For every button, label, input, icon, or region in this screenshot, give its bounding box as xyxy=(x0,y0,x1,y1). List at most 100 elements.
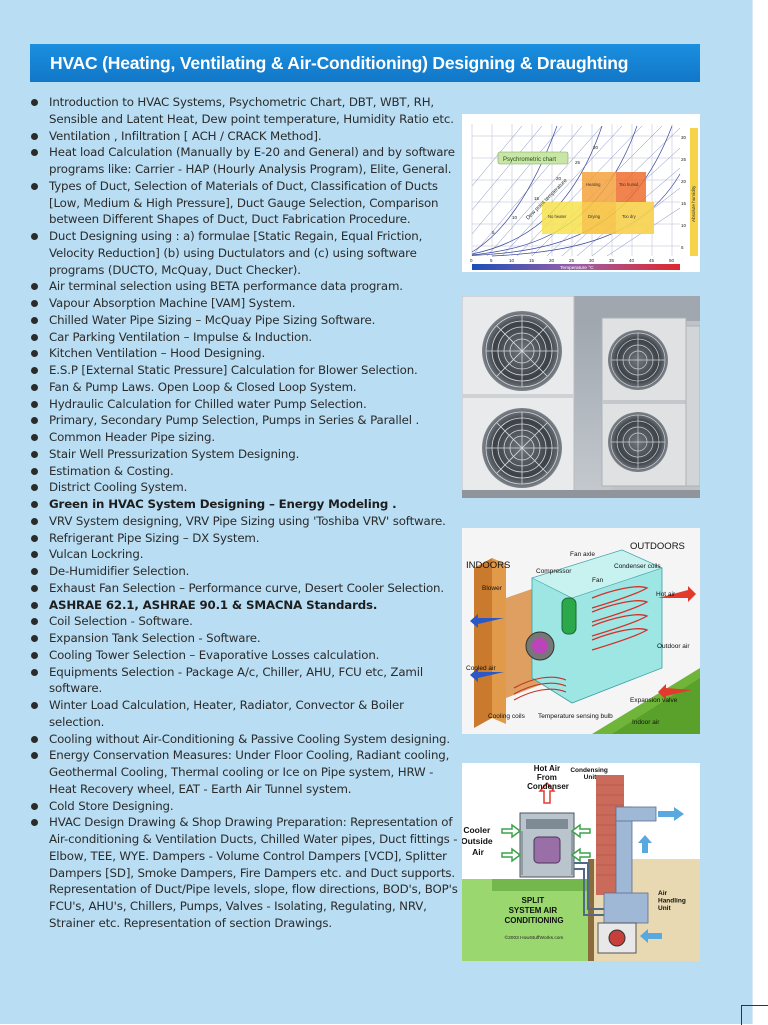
topic-item: Stair Well Pressurization System Designi… xyxy=(30,446,462,463)
y-tick: 5 xyxy=(681,245,684,250)
psychrometric-chart-graphic: Heating Too humid No heater Drying Too d… xyxy=(462,114,700,272)
dew-tick: 20 xyxy=(556,176,562,181)
y-tick: 10 xyxy=(681,223,687,228)
topic-item: Common Header Pipe sizing. xyxy=(30,429,462,446)
label-condensing-unit: Condensing Unit xyxy=(570,767,609,781)
topic-item: Equipments Selection - Package A/c, Chil… xyxy=(30,664,462,698)
zone-label: Drying xyxy=(588,214,601,219)
split-system-air-conditioning-diagram: Hot Air From Condenser Condensing Unit C… xyxy=(462,763,700,961)
topic-item: E.S.P [External Static Pressure] Calcula… xyxy=(30,362,462,379)
psychrometric-chart-image: Heating Too humid No heater Drying Too d… xyxy=(462,114,700,272)
dew-tick: 15 xyxy=(534,196,540,201)
zone-label: Heating xyxy=(586,182,601,187)
diagram-credit: ©2003 HowStuffWorks.com xyxy=(505,934,564,941)
label-blower: Blower xyxy=(482,585,503,592)
topic-item: Exhaust Fan Selection – Performance curv… xyxy=(30,580,462,597)
diagram-caption: SPLIT SYSTEM AIR CONDITIONING xyxy=(504,896,563,925)
label-condenser-coils: Condenser coils xyxy=(614,563,661,570)
dew-tick: 25 xyxy=(575,160,581,165)
label-cooling-coils: Cooling coils xyxy=(488,713,526,720)
split-diagram-graphic: Hot Air From Condenser Condensing Unit C… xyxy=(462,763,700,961)
topic-item: District Cooling System. xyxy=(30,479,462,496)
topic-item: Fan & Pump Laws. Open Loop & Closed Loop… xyxy=(30,379,462,396)
ahu-line: Unit xyxy=(658,905,671,912)
caption-line: SYSTEM AIR xyxy=(509,906,558,915)
label-indoors: INDOORS xyxy=(466,560,510,571)
topic-item: De-Humidifier Selection. xyxy=(30,563,462,580)
topic-item: Ventilation , Infiltration [ ACH / CRACK… xyxy=(30,128,462,145)
label-hot-air: Hot air xyxy=(656,591,676,598)
topic-item: ASHRAE 62.1, ASHRAE 90.1 & SMACNA Standa… xyxy=(30,597,462,614)
x-tick: 10 xyxy=(509,258,515,263)
x-tick: 0 xyxy=(470,258,473,263)
x-tick: 5 xyxy=(490,258,493,263)
x-tick: 25 xyxy=(569,258,575,263)
hot-air-line: From xyxy=(537,773,557,782)
label-cooler-outside-air: Cooler Outside Air xyxy=(462,825,495,857)
y-tick: 15 xyxy=(681,201,687,206)
chart-badge: Psychrometric chart xyxy=(503,157,556,163)
label-fan: Fan xyxy=(592,577,604,584)
topic-item: Heat load Calculation (Manually by E-20 … xyxy=(30,144,462,178)
corner-crop-mark xyxy=(741,1005,768,1025)
page-edge xyxy=(752,0,753,1024)
zone-label: No heater xyxy=(548,214,567,219)
x-tick: 45 xyxy=(649,258,655,263)
topic-item: Car Parking Ventilation – Impulse & Indu… xyxy=(30,329,462,346)
dew-tick: 30 xyxy=(593,145,599,150)
label-temperature-sensing-bulb: Temperature sensing bulb xyxy=(538,713,613,720)
label-cooled-air: Cooled air xyxy=(466,665,496,672)
topic-item: VRV System designing, VRV Pipe Sizing us… xyxy=(30,513,462,530)
topic-item: Air terminal selection using BETA perfor… xyxy=(30,278,462,295)
ahu-line: Air xyxy=(658,890,668,897)
brochure-page: HVAC (Heating, Ventilating & Air-Conditi… xyxy=(0,0,753,1024)
caption-line: CONDITIONING xyxy=(504,916,563,925)
topic-item: Chilled Water Pipe Sizing – McQuay Pipe … xyxy=(30,312,462,329)
cutaway-graphic: INDOORS OUTDOORS Fan axle Compressor Con… xyxy=(462,528,700,734)
topic-item: Vulcan Lockring. xyxy=(30,546,462,563)
y-tick: 25 xyxy=(681,157,687,162)
x-tick: 30 xyxy=(589,258,595,263)
topic-item: Introduction to HVAC Systems, Psychometr… xyxy=(30,94,462,128)
topic-item: Vapour Absorption Machine [VAM] System. xyxy=(30,295,462,312)
topic-item: Duct Designing using : a) formulae [Stat… xyxy=(30,228,462,278)
zone-label: Too humid xyxy=(619,182,639,187)
x-tick: 15 xyxy=(529,258,535,263)
topic-item: HVAC Design Drawing & Shop Drawing Prepa… xyxy=(30,814,462,931)
x-tick: 20 xyxy=(549,258,555,263)
y-axis-label: Absolute humidity xyxy=(691,185,696,222)
label-expansion-valve: Expansion valve xyxy=(630,697,678,704)
topic-item: Kitchen Ventilation – Hood Designing. xyxy=(30,345,462,362)
section-title-banner: HVAC (Heating, Ventilating & Air-Conditi… xyxy=(30,44,700,82)
label-fan-axle: Fan axle xyxy=(570,551,595,558)
section-title: HVAC (Heating, Ventilating & Air-Conditi… xyxy=(50,52,629,73)
label-indoor-air: Indoor air xyxy=(632,719,660,726)
dew-tick: 5 xyxy=(492,230,495,235)
topic-item: Cooling without Air-Conditioning & Passi… xyxy=(30,731,462,748)
topic-item: Types of Duct, Selection of Materials of… xyxy=(30,178,462,228)
topic-item: Energy Conservation Measures: Under Floo… xyxy=(30,747,462,797)
topic-item: Winter Load Calculation, Heater, Radiato… xyxy=(30,697,462,731)
caption-line: SPLIT xyxy=(522,896,545,905)
hot-air-line: Hot Air xyxy=(534,764,560,773)
dew-tick: 10 xyxy=(512,215,518,220)
topic-item: Primary, Secondary Pump Selection, Pumps… xyxy=(30,412,462,429)
condensing-line: Condensing xyxy=(570,767,608,774)
topic-item: Hydraulic Calculation for Chilled water … xyxy=(30,396,462,413)
topic-item: Cold Store Designing. xyxy=(30,798,462,815)
label-outdoor-air: Outdoor air xyxy=(657,643,690,650)
topic-item: Green in HVAC System Designing – Energy … xyxy=(30,496,462,513)
condensing-line: Unit xyxy=(584,774,597,781)
x-tick: 35 xyxy=(609,258,615,263)
label-air-handling-unit: Air Handling Unit xyxy=(658,890,688,912)
ahu-line: Handling xyxy=(658,898,686,905)
cooler-line: Outside xyxy=(462,836,493,846)
label-outdoors: OUTDOORS xyxy=(630,541,685,552)
topic-list: Introduction to HVAC Systems, Psychometr… xyxy=(30,94,462,932)
cooler-line: Cooler xyxy=(463,825,491,835)
x-axis-label: Temperature °C xyxy=(560,265,594,271)
label-hot-air-from-condenser: Hot Air From Condenser xyxy=(527,764,569,791)
topic-item: Coil Selection - Software. xyxy=(30,613,462,630)
y-tick: 30 xyxy=(681,135,687,140)
hot-air-line: Condenser xyxy=(527,782,569,791)
